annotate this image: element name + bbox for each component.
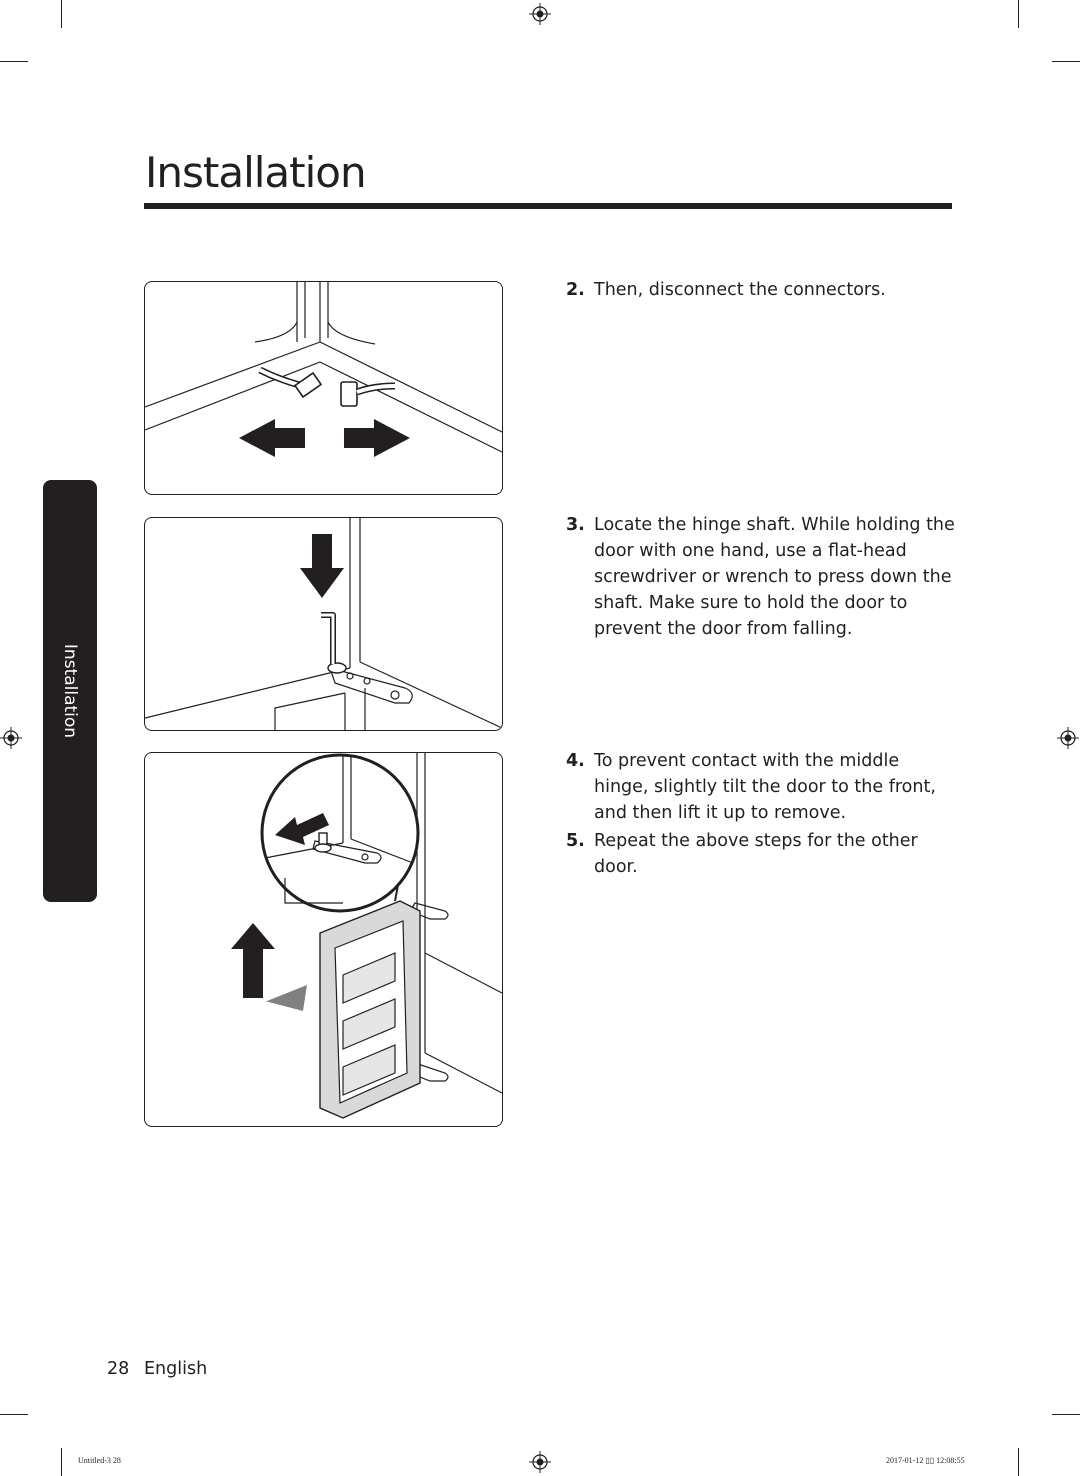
figure-disconnect-connectors: [144, 281, 503, 495]
step-text: Repeat the above steps for the other doo…: [594, 831, 918, 877]
registration-mark-icon: [1057, 727, 1079, 749]
registration-mark-icon: [0, 727, 22, 749]
step-3: 3. Locate the hinge shaft. While holding…: [566, 512, 956, 642]
door-bin: [342, 952, 396, 1004]
door-bin: [342, 998, 396, 1050]
page-title: Installation: [145, 148, 367, 197]
registration-mark-icon: [529, 1451, 551, 1473]
figure-lift-door: [144, 752, 503, 1127]
arrow-forward-left-icon: [275, 813, 329, 845]
step-number: 5.: [566, 831, 585, 851]
crop-mark: [0, 1414, 28, 1415]
step-text: Locate the hinge shaft. While holding th…: [594, 515, 955, 639]
arrow-right-icon: [344, 419, 410, 457]
step-5: 5. Repeat the above steps for the other …: [566, 828, 956, 880]
step-number: 4.: [566, 751, 585, 771]
print-slug-left: Untitled-3 28: [78, 1456, 121, 1465]
crop-mark: [1018, 1448, 1019, 1476]
arrow-up-icon: [231, 923, 275, 998]
figure-press-hinge-shaft: [144, 517, 503, 731]
page-number: 28: [107, 1359, 130, 1379]
connectors-illustration: [145, 282, 502, 457]
lift-door-illustration: [231, 753, 502, 1119]
page-language: English: [144, 1359, 208, 1379]
arrow-forward-gray-icon: [265, 985, 307, 1011]
section-side-tab: Installation: [43, 480, 97, 902]
registration-mark-icon: [529, 3, 551, 25]
crop-mark: [0, 61, 28, 62]
crop-mark: [1052, 61, 1080, 62]
section-side-tab-label: Installation: [60, 643, 80, 739]
step-number: 3.: [566, 515, 585, 535]
step-text: Then, disconnect the connectors.: [594, 280, 886, 300]
crop-mark: [61, 0, 62, 28]
step-text: To prevent contact with the middle hinge…: [594, 751, 936, 823]
step-4: 4. To prevent contact with the middle hi…: [566, 748, 956, 826]
print-slug-right: 2017-01-12 ▯▯ 12:08:55: [886, 1456, 965, 1465]
crop-mark: [1018, 0, 1019, 28]
magnifier-callout: [260, 753, 420, 913]
crop-mark: [1052, 1414, 1080, 1415]
hinge-shaft-illustration: [145, 518, 502, 730]
title-rule: [144, 203, 952, 209]
arrow-left-icon: [239, 419, 305, 457]
step-number: 2.: [566, 280, 585, 300]
crop-mark: [61, 1448, 62, 1476]
step-2: 2. Then, disconnect the connectors.: [566, 277, 956, 303]
door-bin: [342, 1044, 396, 1096]
arrow-down-icon: [300, 534, 344, 598]
